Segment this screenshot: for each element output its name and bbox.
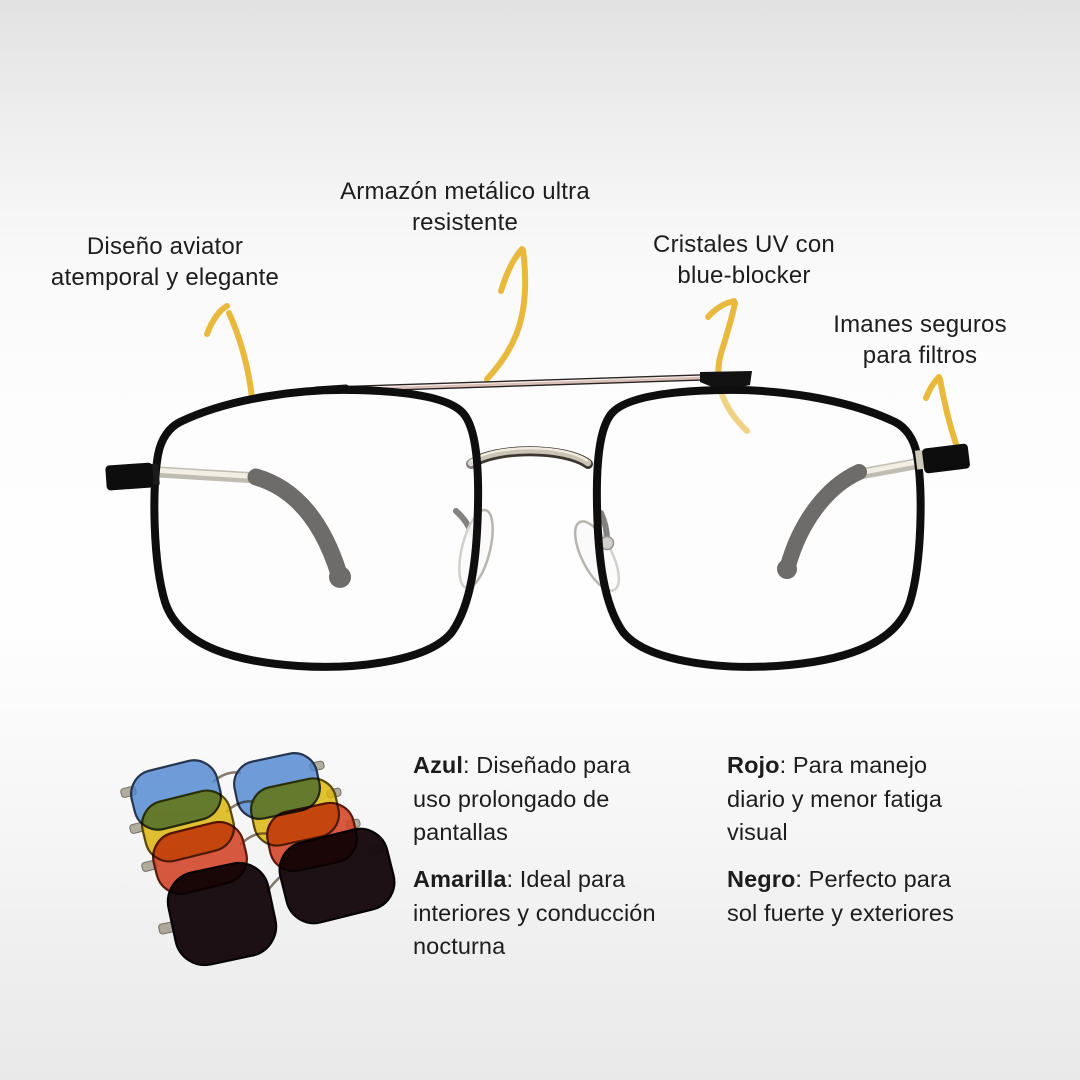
- note-text: : Diseñado para: [463, 752, 631, 778]
- filter-note-rojo: Rojo: Para manejo diario y menor fatiga …: [727, 749, 1027, 850]
- note-line: Amarilla: Ideal para: [413, 863, 713, 897]
- callout-line: resistente: [411, 209, 519, 236]
- left-temple: [141, 465, 351, 588]
- glasses-illustration: [105, 371, 970, 671]
- filter-note-azul: Azul: Diseñado para uso prolongado de pa…: [413, 749, 713, 850]
- filter-name: Negro: [727, 866, 796, 892]
- note-line: uso prolongado de: [413, 785, 610, 812]
- note-line: diario y menor fatiga: [727, 785, 943, 812]
- callout-line: Armazón metálico ultra: [340, 178, 590, 205]
- uv-lenses-arrow-icon: [705, 298, 750, 434]
- filter-name: Azul: [413, 752, 464, 778]
- note-text: : Ideal para: [506, 866, 626, 892]
- filter-note-negro: Negro: Perfecto para sol fuerte y exteri…: [727, 863, 1027, 930]
- filter-stack-illustration: [120, 752, 396, 967]
- callout-magnets: Imanes seguros para filtros: [780, 309, 1060, 371]
- note-line: sol fuerte y exteriores: [727, 899, 954, 926]
- note-line: Negro: Perfecto para: [727, 863, 1027, 897]
- metal-frame-arrow-icon: [484, 246, 529, 382]
- note-line: visual: [727, 819, 788, 845]
- left-endpiece: [105, 462, 160, 491]
- right-lens: [592, 385, 925, 671]
- note-line: pantallas: [413, 819, 508, 845]
- note-line: interiores y conducción: [413, 899, 656, 926]
- callout-aviator-design: Diseño aviator atemporal y elegante: [5, 231, 325, 293]
- note-text: : Para manejo: [779, 752, 928, 778]
- callout-line: atemporal y elegante: [50, 264, 280, 291]
- left-lens: [150, 385, 483, 671]
- callout-line: Imanes seguros: [833, 311, 1007, 338]
- filter-black: [158, 827, 396, 967]
- right-endpiece: [914, 443, 970, 474]
- callout-line: Diseño aviator: [86, 233, 244, 260]
- magnets-arrow-icon: [923, 374, 959, 447]
- callout-uv-lenses: Cristales UV con blue-blocker: [594, 229, 894, 291]
- callout-arrows: [204, 246, 959, 447]
- callout-line: blue-blocker: [677, 262, 811, 289]
- bridge: [466, 446, 593, 469]
- note-text: : Perfecto para: [795, 866, 952, 892]
- filter-note-amarilla: Amarilla: Ideal para interiores y conduc…: [413, 863, 713, 964]
- filter-name: Rojo: [727, 752, 780, 778]
- callout-line: Cristales UV con: [653, 231, 835, 258]
- callout-metal-frame: Armazón metálico ultra resistente: [295, 176, 635, 238]
- note-line: nocturna: [413, 933, 506, 959]
- note-line: Azul: Diseñado para: [413, 749, 713, 783]
- aviator-design-arrow-icon: [204, 303, 255, 401]
- callout-line: para filtros: [862, 342, 978, 369]
- note-line: Rojo: Para manejo: [727, 749, 1027, 783]
- filter-name: Amarilla: [413, 866, 507, 892]
